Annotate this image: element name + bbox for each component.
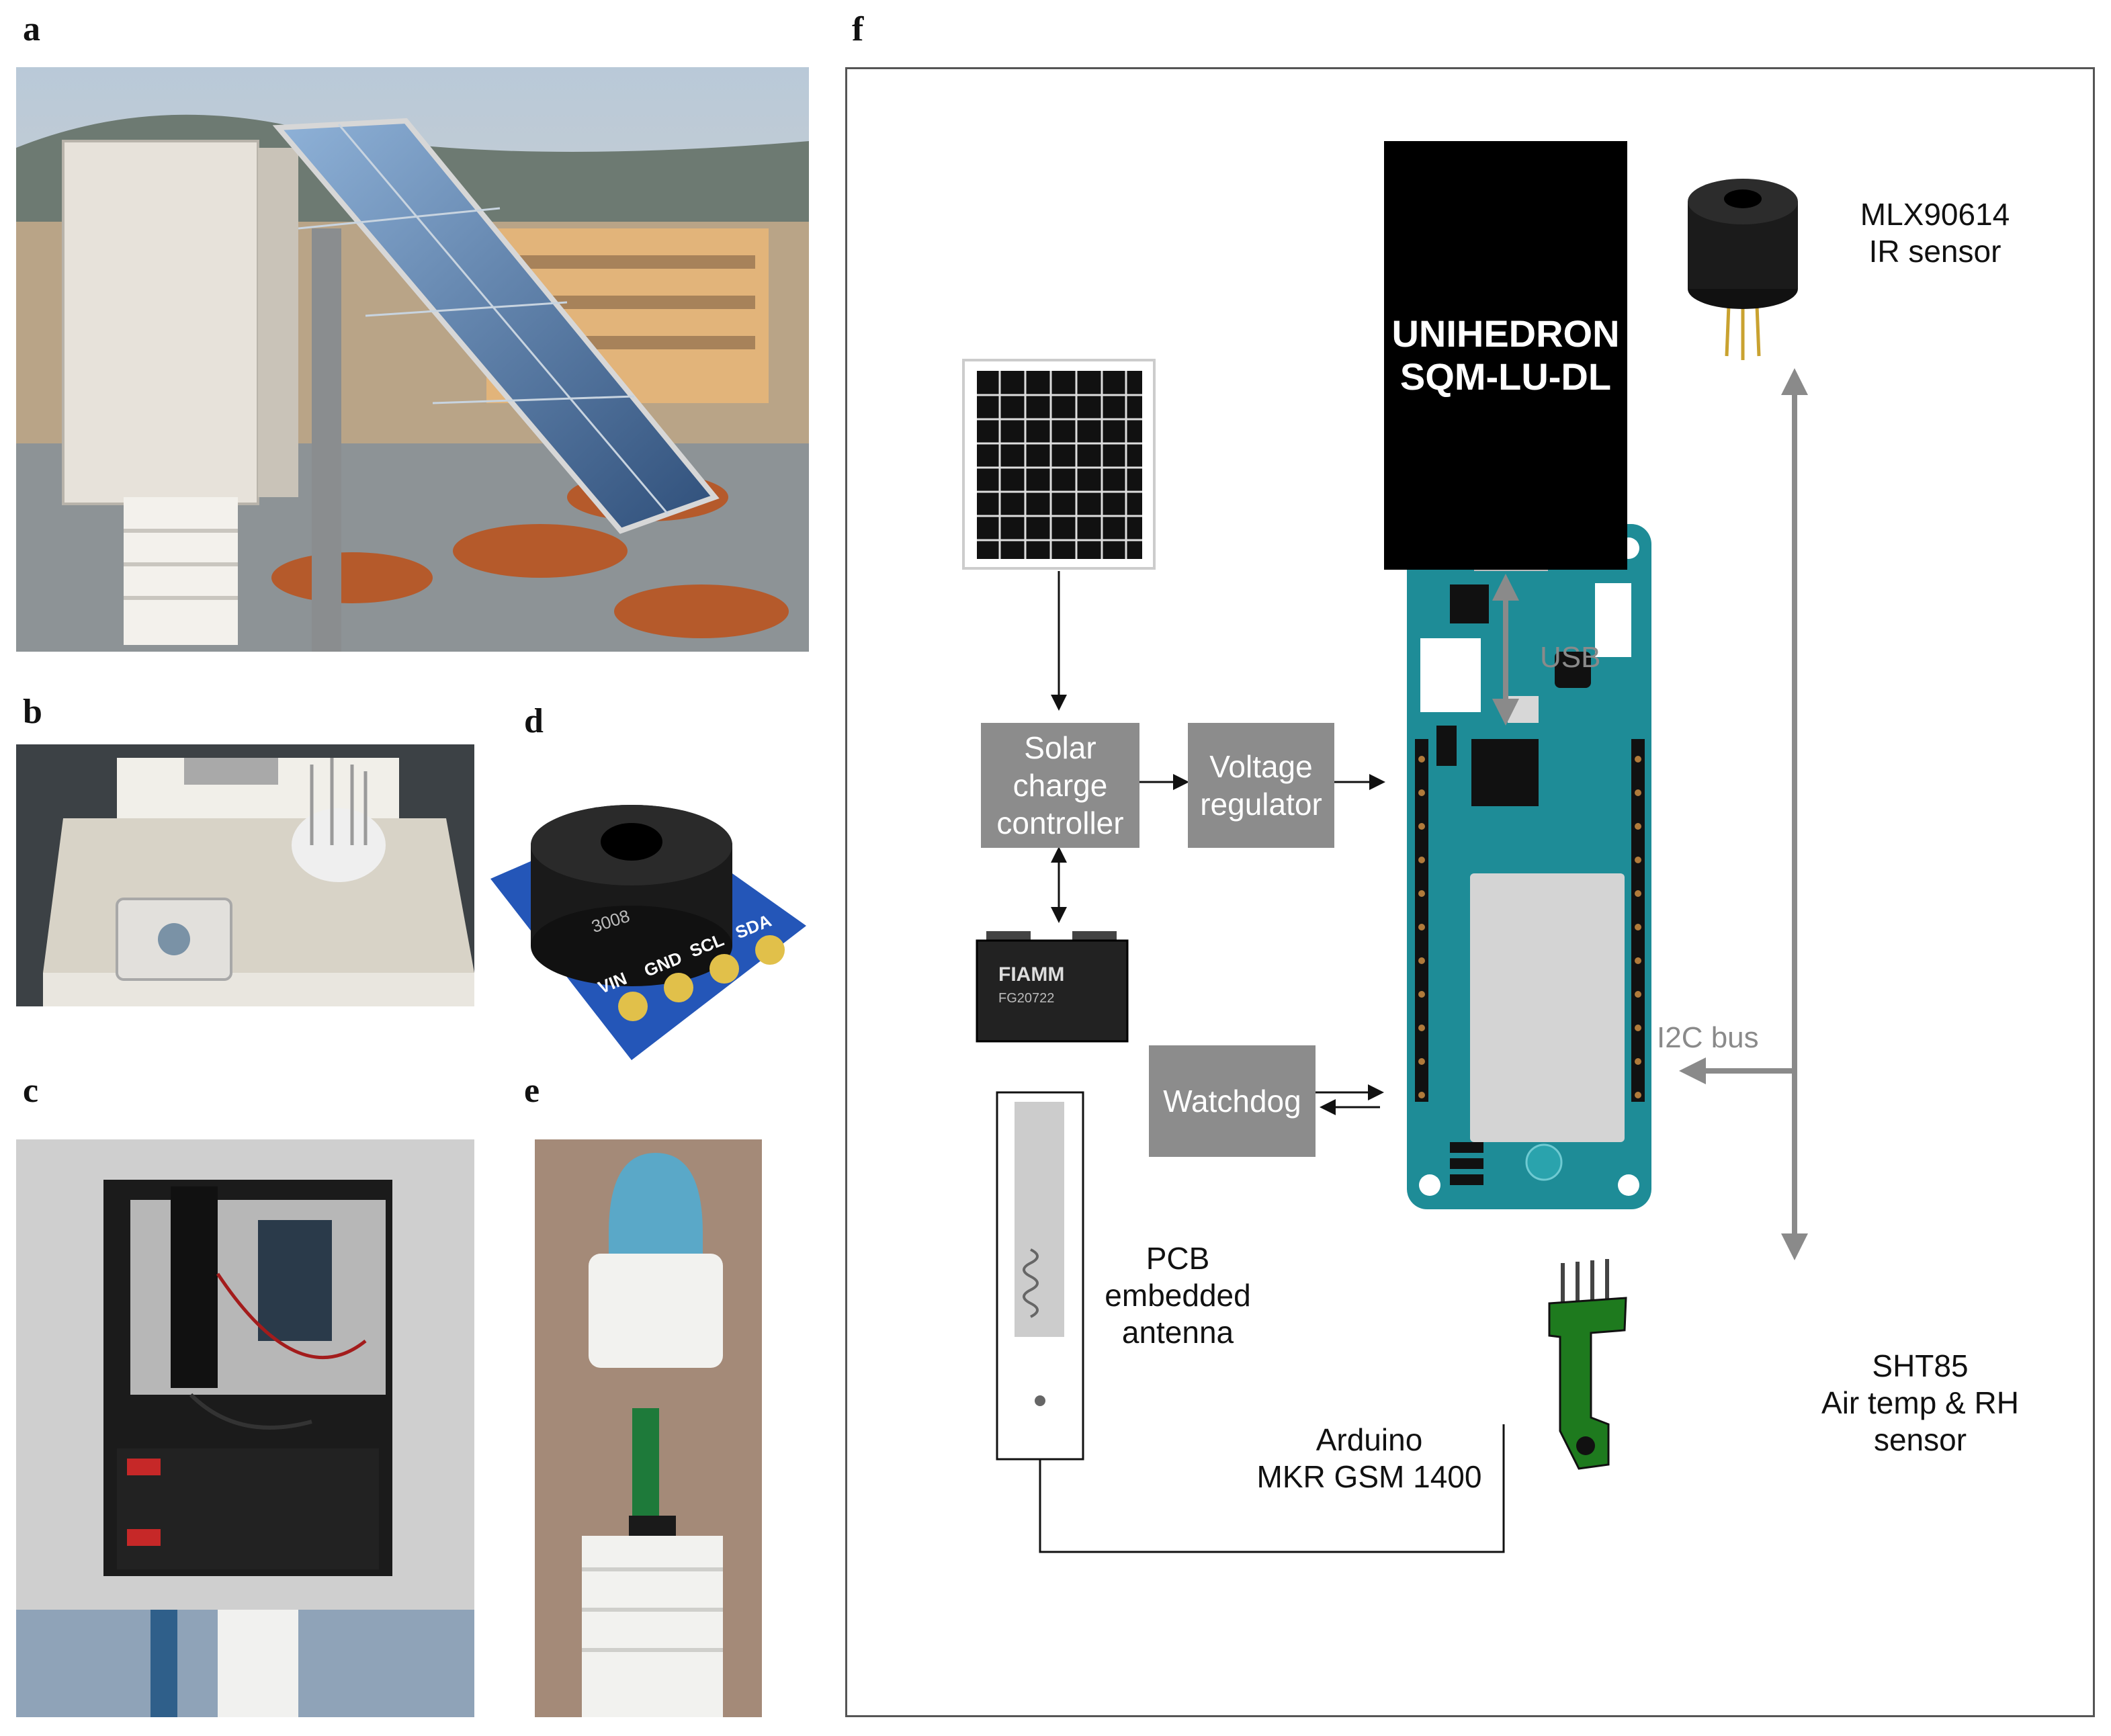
panel-letter-a: a (23, 10, 40, 48)
weather-station-photo-icon (16, 67, 809, 652)
antenna-icon (996, 1091, 1084, 1461)
i2c-bus-label: I2C bus (1657, 1021, 1759, 1054)
voltage-regulator-box: Voltage regulator (1188, 723, 1334, 848)
enclosure-top-photo-icon (16, 744, 474, 1006)
sht85-sensor-icon (1548, 1259, 1627, 1470)
photo-b-enclosure-top (16, 744, 474, 1006)
photo-a-weather-station (16, 67, 809, 652)
arduino-board-icon (1407, 524, 1651, 1209)
antenna-label: PCB embedded antenna (1105, 1241, 1251, 1350)
panel-letter-b: b (23, 693, 42, 731)
mlx-ir-sensor-icon (1688, 179, 1798, 360)
solar-charge-controller-box: Solar charge controller (981, 723, 1139, 848)
photo-e-humidity-probe (535, 1139, 762, 1717)
battery-icon: FIAMM FG20722 (976, 931, 1129, 1043)
usb-label: USB (1540, 641, 1601, 674)
open-enclosure-photo-icon (16, 1139, 474, 1717)
sht85-label: SHT85 Air temp & RH sensor (1821, 1348, 2019, 1458)
ir-sensor-board-photo-icon (484, 744, 806, 1074)
humidity-probe-photo-icon (535, 1139, 762, 1717)
panel-letter-f: f (852, 10, 864, 48)
battery-model: FG20722 (998, 991, 1054, 1006)
photo-c-open-enclosure (16, 1139, 474, 1717)
photo-d-ir-sensor-board: 3008 VIN GND SCL SDA (484, 744, 806, 1074)
panel-letter-c: c (23, 1072, 39, 1110)
panel-letter-e: e (524, 1072, 540, 1110)
system-diagram: FIAMM FG20722 (845, 67, 2095, 1717)
antenna-wire (1039, 1424, 1505, 1553)
mlx-label: MLX90614 IR sensor (1860, 197, 2010, 269)
panel-letter-d: d (524, 702, 544, 740)
watchdog-box: Watchdog (1149, 1045, 1316, 1157)
battery-brand: FIAMM (998, 963, 1064, 986)
sqm-meter-box: UNIHEDRON SQM-LU-DL (1384, 141, 1627, 570)
solar-panel-icon (962, 359, 1156, 570)
arduino-label: Arduino MKR GSM 1400 (1256, 1422, 1482, 1495)
